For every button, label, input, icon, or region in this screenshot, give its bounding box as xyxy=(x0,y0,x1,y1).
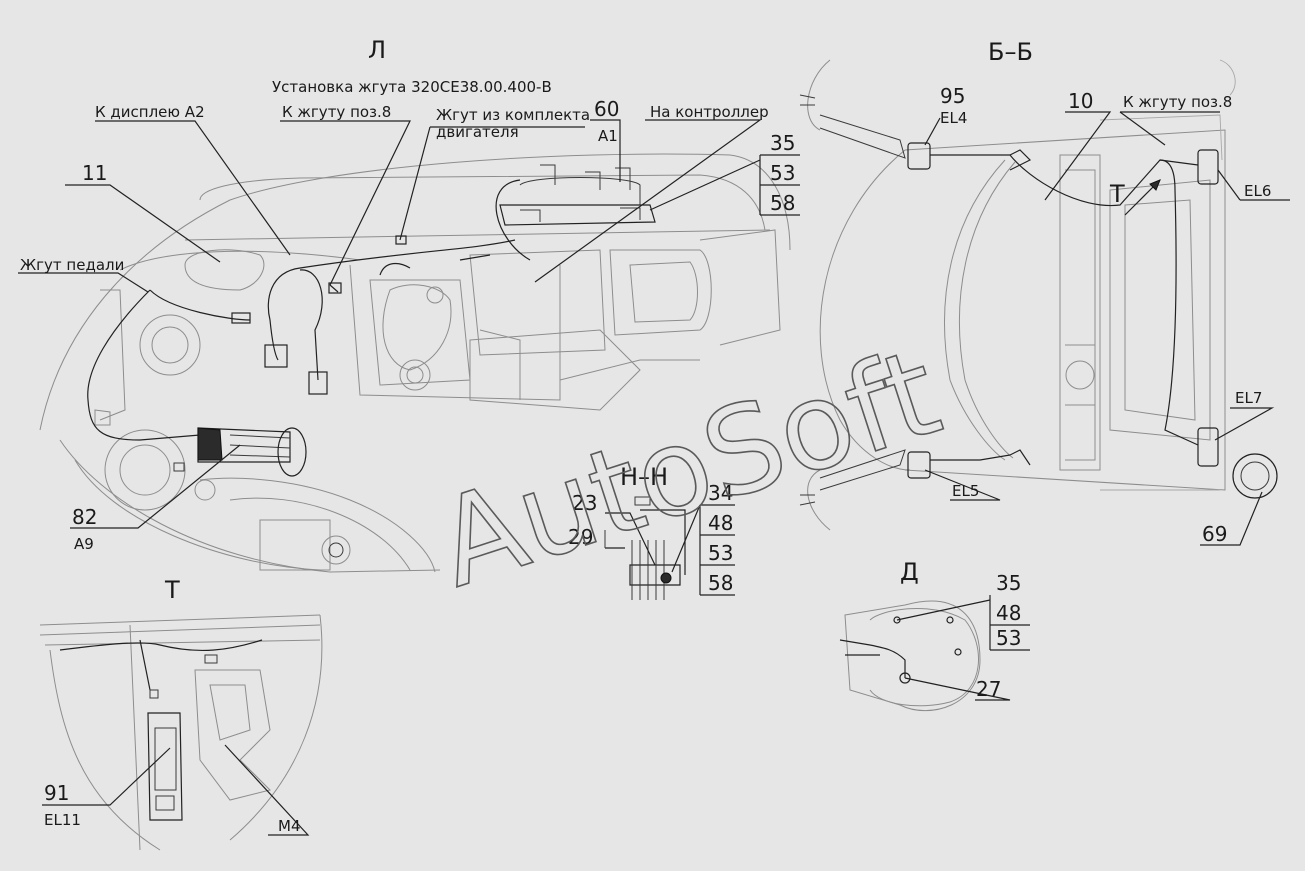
stack-d-48: 48 xyxy=(996,601,1021,625)
stack-hh-53: 53 xyxy=(708,541,733,565)
callout-pos23: 23 xyxy=(572,491,597,515)
arrow-t-label: Т xyxy=(1109,180,1125,208)
view-l-caption: Установка жгута 320СЕ38.00.400-В xyxy=(272,78,552,96)
callout-controller: На контроллер xyxy=(650,103,769,121)
stack-l-53: 53 xyxy=(770,161,795,185)
view-hh: Н–Н 23 29 34 48 53 58 xyxy=(568,463,735,600)
stack-hh-58: 58 xyxy=(708,571,733,595)
callout-bb-harness-pos8: К жгуту поз.8 xyxy=(1123,93,1232,111)
callout-pos29: 29 xyxy=(568,525,593,549)
callout-pos11: 11 xyxy=(82,161,107,185)
view-hh-title: Н–Н xyxy=(620,463,668,491)
callout-pos82: 82 xyxy=(72,505,97,529)
callout-m4: М4 xyxy=(278,817,301,835)
callout-d-pos27: 27 xyxy=(976,677,1001,701)
watermark: AutoSoft xyxy=(422,323,955,614)
callout-el11: EL11 xyxy=(44,811,81,829)
callout-pos69: 69 xyxy=(1202,522,1227,546)
callout-pos60: 60 xyxy=(594,97,619,121)
callout-el6: EL6 xyxy=(1244,182,1271,200)
callout-el7: EL7 xyxy=(1235,389,1262,407)
view-bb-title: Б–Б xyxy=(988,38,1033,66)
view-bb: Б–Б 95 EL4 10 К жгуту поз.8 Т EL6 EL7 EL… xyxy=(799,38,1290,546)
callout-engine-kit-line1: Жгут из комплекта xyxy=(436,106,590,124)
view-d: Д 35 48 53 27 xyxy=(839,558,1030,712)
callout-a1: А1 xyxy=(598,127,618,145)
stack-d-53: 53 xyxy=(996,626,1021,650)
view-t-title: Т xyxy=(164,576,180,604)
callout-pos95: 95 xyxy=(940,84,965,108)
view-l: Л Установка жгута 320СЕ38.00.400-В К дис… xyxy=(18,36,800,573)
stack-l-35: 35 xyxy=(770,131,795,155)
callout-pos91: 91 xyxy=(44,781,69,805)
callout-harness-pos8: К жгуту поз.8 xyxy=(282,103,391,121)
callout-pos10: 10 xyxy=(1068,89,1093,113)
callout-display-a2: К дисплею А2 xyxy=(95,103,205,121)
callout-pedal-harness: Жгут педали xyxy=(20,256,124,274)
view-d-title: Д xyxy=(900,558,919,586)
view-l-title: Л xyxy=(368,36,386,64)
callout-el4: EL4 xyxy=(940,109,967,127)
stack-l-58: 58 xyxy=(770,191,795,215)
callout-pos34: 34 xyxy=(708,481,733,505)
callout-engine-kit-line2: двигателя xyxy=(436,123,519,141)
callout-el5: EL5 xyxy=(952,482,979,500)
callout-d-pos35: 35 xyxy=(996,571,1021,595)
view-t: Т 91 EL11 М4 xyxy=(39,576,323,851)
stack-hh-48: 48 xyxy=(708,511,733,535)
callout-a9: А9 xyxy=(74,535,94,553)
